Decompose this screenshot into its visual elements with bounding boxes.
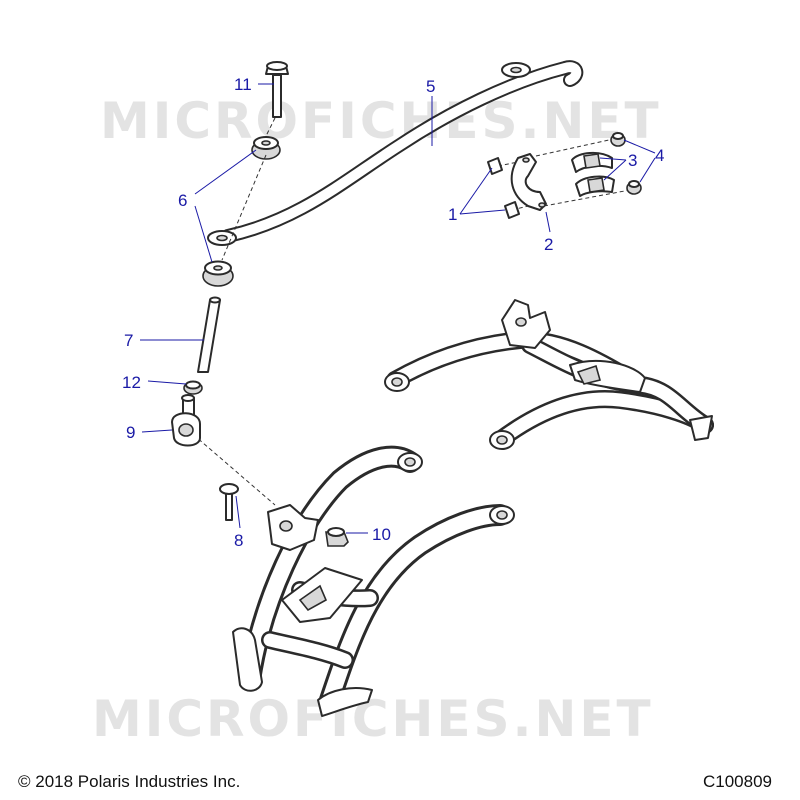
callout-4: 4 [655,146,664,165]
bushing-top [251,136,281,160]
callout-9: 9 [126,423,135,442]
callout-2: 2 [544,235,553,254]
watermark-bottom: MICROFICHES.NET [92,690,654,748]
bolt-8 [219,483,239,521]
link-rod [197,296,221,373]
callout-6: 6 [178,191,187,210]
clamp-bushing-lower [575,175,615,197]
watermark-top: MICROFICHES.NET [100,92,662,150]
clamp-bracket [510,153,547,211]
bolt-11 [265,61,289,118]
stabilizer-bar [207,60,584,246]
bracket-bolt-lower [504,201,520,219]
callout-8: 8 [234,531,243,550]
callout-7: 7 [124,331,133,350]
upper-a-arm [384,299,714,450]
washer-12 [183,380,203,395]
callout-11: 11 [234,75,252,94]
bracket-nut-upper [610,132,626,147]
nut-10 [325,527,349,547]
callout-12: 12 [122,373,141,392]
figure-id: C100809 [702,772,772,791]
callout-5: 5 [426,77,435,96]
callout-1: 1 [448,205,457,224]
callout-3: 3 [628,151,637,170]
copyright-text: © 2018 Polaris Industries Inc. [18,772,241,791]
callout-10: 10 [372,525,391,544]
link-end [171,394,201,447]
lower-a-arm [232,445,515,717]
bushing-bottom [202,260,234,287]
leader-lines [140,83,656,534]
clamp-bushing-upper [571,152,613,173]
bracket-nut-lower [626,180,642,195]
